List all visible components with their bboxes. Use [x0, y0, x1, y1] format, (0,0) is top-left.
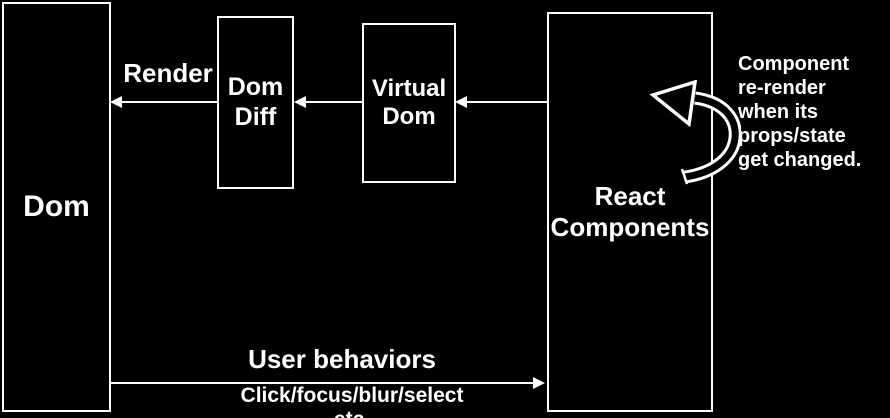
user-behaviors-arrowhead-icon [533, 377, 545, 389]
virtual-dom-box-label-line2: Dom [382, 103, 436, 130]
annotation-line-3: when its [738, 101, 819, 123]
react-components-box-label-line2: Components [550, 212, 710, 242]
render-arrowhead-icon [110, 96, 122, 108]
render-arrow-label: Render [123, 58, 213, 88]
dom-diff-box-label-line1: Dom [227, 73, 284, 101]
user-behaviors-arrow-line [111, 382, 536, 384]
annotation-line-5: get changed. [738, 149, 862, 171]
react-components-box-label-line1: React [594, 181, 666, 212]
react-components-box: React Components [547, 12, 713, 412]
annotation-line-1: Component [738, 53, 850, 75]
dom-box-label: Dom [23, 190, 90, 224]
user-behaviors-label: User behaviors [248, 344, 436, 374]
re-render-loop-arrow-icon [649, 80, 741, 185]
virtual-dom-box: Virtual Dom [362, 23, 456, 183]
dom-diff-box-label-line2: Diff [234, 102, 277, 131]
annotation-line-4: props/state [738, 125, 846, 147]
virtualdom-to-domdiff-arrow-line [298, 101, 362, 103]
annotation-line-2: re-render [738, 77, 826, 99]
react-to-virtualdom-arrowhead-icon [455, 96, 467, 108]
re-render-annotation: Component re-render when its props/state… [738, 52, 878, 172]
render-arrow-line [114, 101, 217, 103]
user-behaviors-sublabel: Click/focus/blur/select etc. [240, 384, 464, 418]
virtual-dom-box-label-line1: Virtual [371, 74, 447, 102]
dom-box: Dom [2, 2, 111, 412]
dom-diff-box: Dom Diff [217, 16, 294, 189]
virtualdom-to-domdiff-arrowhead-icon [294, 96, 306, 108]
react-to-virtualdom-arrow-line [459, 101, 547, 103]
